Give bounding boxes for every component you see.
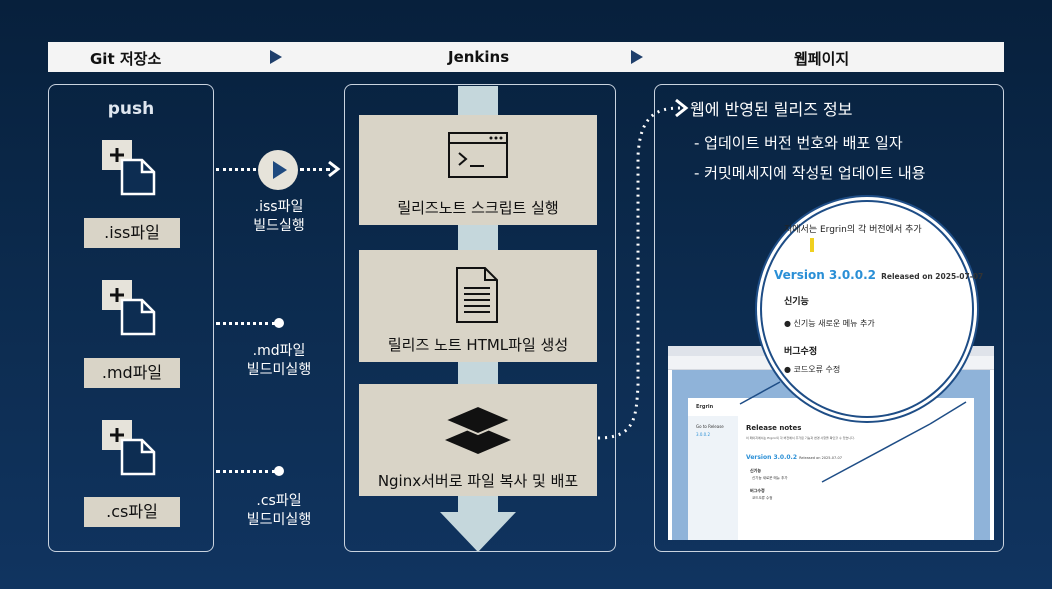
stage-deploy-label: Nginx서버로 파일 복사 및 배포 bbox=[377, 472, 579, 490]
stage-deploy: Nginx서버로 파일 복사 및 배포 bbox=[359, 384, 597, 496]
connector-iss-2 bbox=[300, 168, 330, 171]
web-info-item: - 커밋메세지에 작성된 업데이트 내용 bbox=[694, 164, 926, 182]
page-nav-link[interactable]: Go to Release bbox=[696, 424, 724, 429]
page-section: 신기능 bbox=[750, 468, 762, 473]
page-body: Ergrin Go to Release 3.0.0.2 Release not… bbox=[688, 398, 974, 540]
zoom-version: Version 3.0.0.2 Released on 2025-07-07 bbox=[774, 264, 983, 283]
page-section-item: 신기능 새로운 메뉴 추가 bbox=[752, 476, 788, 480]
page-nav-link[interactable]: 3.0.0.2 bbox=[696, 432, 710, 437]
cs-note: .cs파일 빌드미실행 bbox=[234, 492, 324, 530]
stage-script: 릴리즈노트 스크립트 실행 bbox=[359, 115, 597, 225]
iss-note-line2: 빌드실행 bbox=[253, 218, 305, 234]
page-version-text: Version 3.0.0.2 bbox=[746, 454, 797, 461]
file-cs: .cs파일 bbox=[84, 497, 180, 527]
stage-html-label: 릴리즈 노트 HTML파일 생성 bbox=[387, 336, 569, 354]
arrow-right-icon bbox=[328, 160, 341, 178]
file-iss: .iss파일 bbox=[84, 218, 180, 248]
play-icon bbox=[258, 150, 298, 190]
add-file-icon bbox=[102, 420, 156, 476]
zoom-section: 버그수정 bbox=[784, 347, 818, 357]
zoom-released: Released on 2025-07-07 bbox=[881, 272, 984, 281]
add-file-icon bbox=[102, 140, 156, 196]
terminal-icon bbox=[448, 132, 508, 178]
connector-cs bbox=[216, 470, 276, 473]
web-panel bbox=[654, 84, 1004, 552]
zoom-cursor bbox=[810, 238, 814, 252]
zoom-magnifier: 지에서는 Ergrin의 각 버전에서 추가 Version 3.0.0.2 R… bbox=[760, 200, 983, 418]
md-note-line2: 빌드미실행 bbox=[246, 362, 312, 378]
connector-md bbox=[216, 322, 276, 325]
stop-dot bbox=[274, 318, 284, 328]
stop-dot bbox=[274, 466, 284, 476]
iss-note: .iss파일 빌드실행 bbox=[234, 198, 324, 236]
pipeline-arrow-head bbox=[440, 512, 516, 552]
page-version: Version 3.0.0.2 Released on 2025-07-07 bbox=[746, 454, 842, 461]
arrow-right-icon bbox=[270, 50, 282, 64]
release-notes-screenshot: Ergrin Go to Release 3.0.0.2 Release not… bbox=[668, 346, 994, 540]
page-section-item: 코드오류 수정 bbox=[752, 496, 773, 500]
zoom-section-item-text: 코드오류 수정 bbox=[793, 365, 841, 374]
connector-iss bbox=[216, 168, 256, 171]
zoom-section: 신기능 bbox=[784, 297, 809, 307]
page-heading: Release notes bbox=[746, 424, 802, 432]
zoom-section-item: ● 코드오류 수정 bbox=[784, 365, 841, 374]
md-note-line1: .md파일 bbox=[252, 343, 306, 359]
zoom-lines bbox=[739, 381, 967, 483]
page-sidebar: Go to Release 3.0.0.2 bbox=[688, 416, 738, 540]
page-released: Released on 2025-07-07 bbox=[799, 456, 842, 460]
cs-note-line1: .cs파일 bbox=[256, 493, 302, 509]
arrow-right-icon bbox=[631, 50, 643, 64]
cs-note-line2: 빌드미실행 bbox=[246, 512, 312, 528]
git-panel: push bbox=[48, 84, 214, 552]
zoom-section-item-text: 신기능 새로운 메뉴 추가 bbox=[793, 319, 875, 328]
header-git: Git 저장소 bbox=[90, 50, 162, 68]
stage-html: 릴리즈 노트 HTML파일 생성 bbox=[359, 250, 597, 362]
document-icon bbox=[456, 267, 498, 323]
zoom-intro: 지에서는 Ergrin의 각 버전에서 추가 bbox=[784, 225, 922, 235]
web-info-title: 웹에 반영된 릴리즈 정보 bbox=[690, 100, 853, 119]
file-md: .md파일 bbox=[84, 358, 180, 388]
header-web: 웹페이지 bbox=[794, 50, 850, 68]
deploy-connector bbox=[597, 98, 689, 440]
page-section: 버그수정 bbox=[750, 488, 765, 493]
page-brand: Ergrin bbox=[696, 404, 714, 410]
push-title: push bbox=[107, 99, 155, 119]
stage-script-label: 릴리즈노트 스크립트 실행 bbox=[397, 199, 559, 217]
web-info-item: - 업데이트 버전 번호와 배포 일자 bbox=[694, 134, 903, 152]
header-jenkins: Jenkins bbox=[448, 48, 510, 66]
zoom-section-item: ● 신기능 새로운 메뉴 추가 bbox=[784, 319, 875, 328]
page-intro: 이 페이지에서는 Ergrin의 각 버전에서 추가된 기능과 변경 사항을 확… bbox=[746, 436, 855, 440]
add-file-icon bbox=[102, 280, 156, 336]
zoom-version-text: Version 3.0.0.2 bbox=[774, 268, 876, 282]
header-bar: Git 저장소 Jenkins 웹페이지 bbox=[48, 42, 1004, 72]
md-note: .md파일 빌드미실행 bbox=[234, 342, 324, 380]
iss-note-line1: .iss파일 bbox=[254, 199, 304, 215]
layers-icon bbox=[442, 404, 514, 454]
